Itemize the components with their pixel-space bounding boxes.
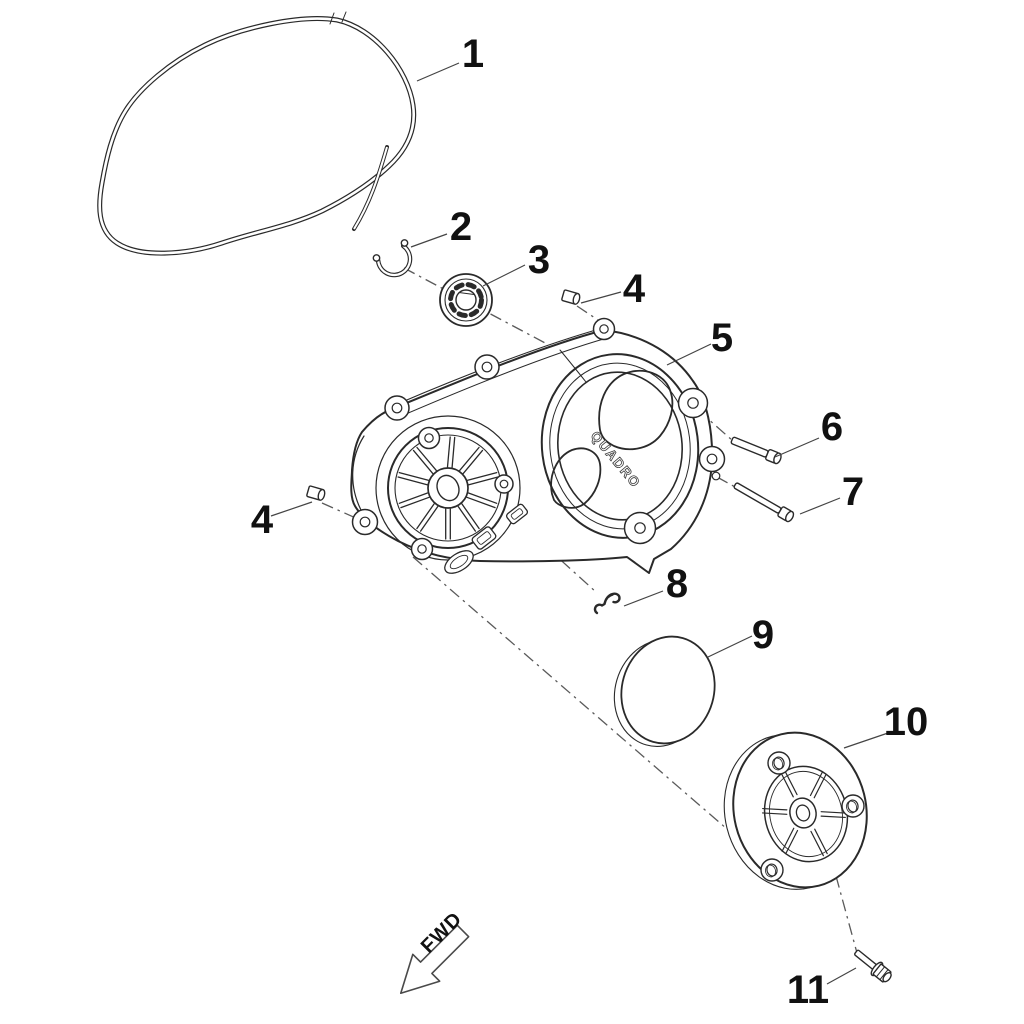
drive-belt: [97, 11, 417, 256]
outer-cover-bolt-holes: [760, 751, 865, 882]
cover-disc: [613, 635, 716, 747]
fwd-arrow-icon: [399, 924, 470, 995]
cvt-cover: QUADRO: [350, 317, 726, 574]
callout-11: 11: [787, 968, 829, 1012]
bearing: [439, 273, 493, 327]
retainer-clip: [593, 592, 621, 615]
bolt-long: [733, 482, 795, 523]
callout-9: 9: [752, 613, 774, 657]
bolt-short: [730, 436, 782, 465]
dowel-pin-left: [306, 485, 326, 501]
callout-10: 10: [884, 700, 929, 744]
callout-6: 6: [821, 405, 843, 449]
flange-bolt: [854, 949, 892, 983]
dowel-pin-upper: [561, 289, 581, 305]
circlip: [372, 239, 413, 278]
callout-5: 5: [711, 316, 733, 360]
fwd-direction-indicator: FWD: [399, 908, 470, 995]
callout-8: 8: [666, 562, 688, 606]
callout-2: 2: [450, 205, 472, 249]
callout-3: 3: [528, 238, 550, 282]
leader-lines: [270, 62, 889, 985]
callout-7: 7: [842, 470, 864, 514]
callout-1: 1: [462, 32, 484, 76]
cover-mounting-ears: [351, 317, 726, 561]
cover-vents: [444, 503, 529, 574]
fan-grille: [387, 427, 509, 549]
callout-4a: 4: [623, 267, 646, 311]
callout-labels: 1 2 3 4 5 6 7 4 8 9 10 11: [251, 32, 928, 1012]
callout-4b: 4: [251, 498, 274, 542]
outer-round-cover: [723, 731, 868, 890]
